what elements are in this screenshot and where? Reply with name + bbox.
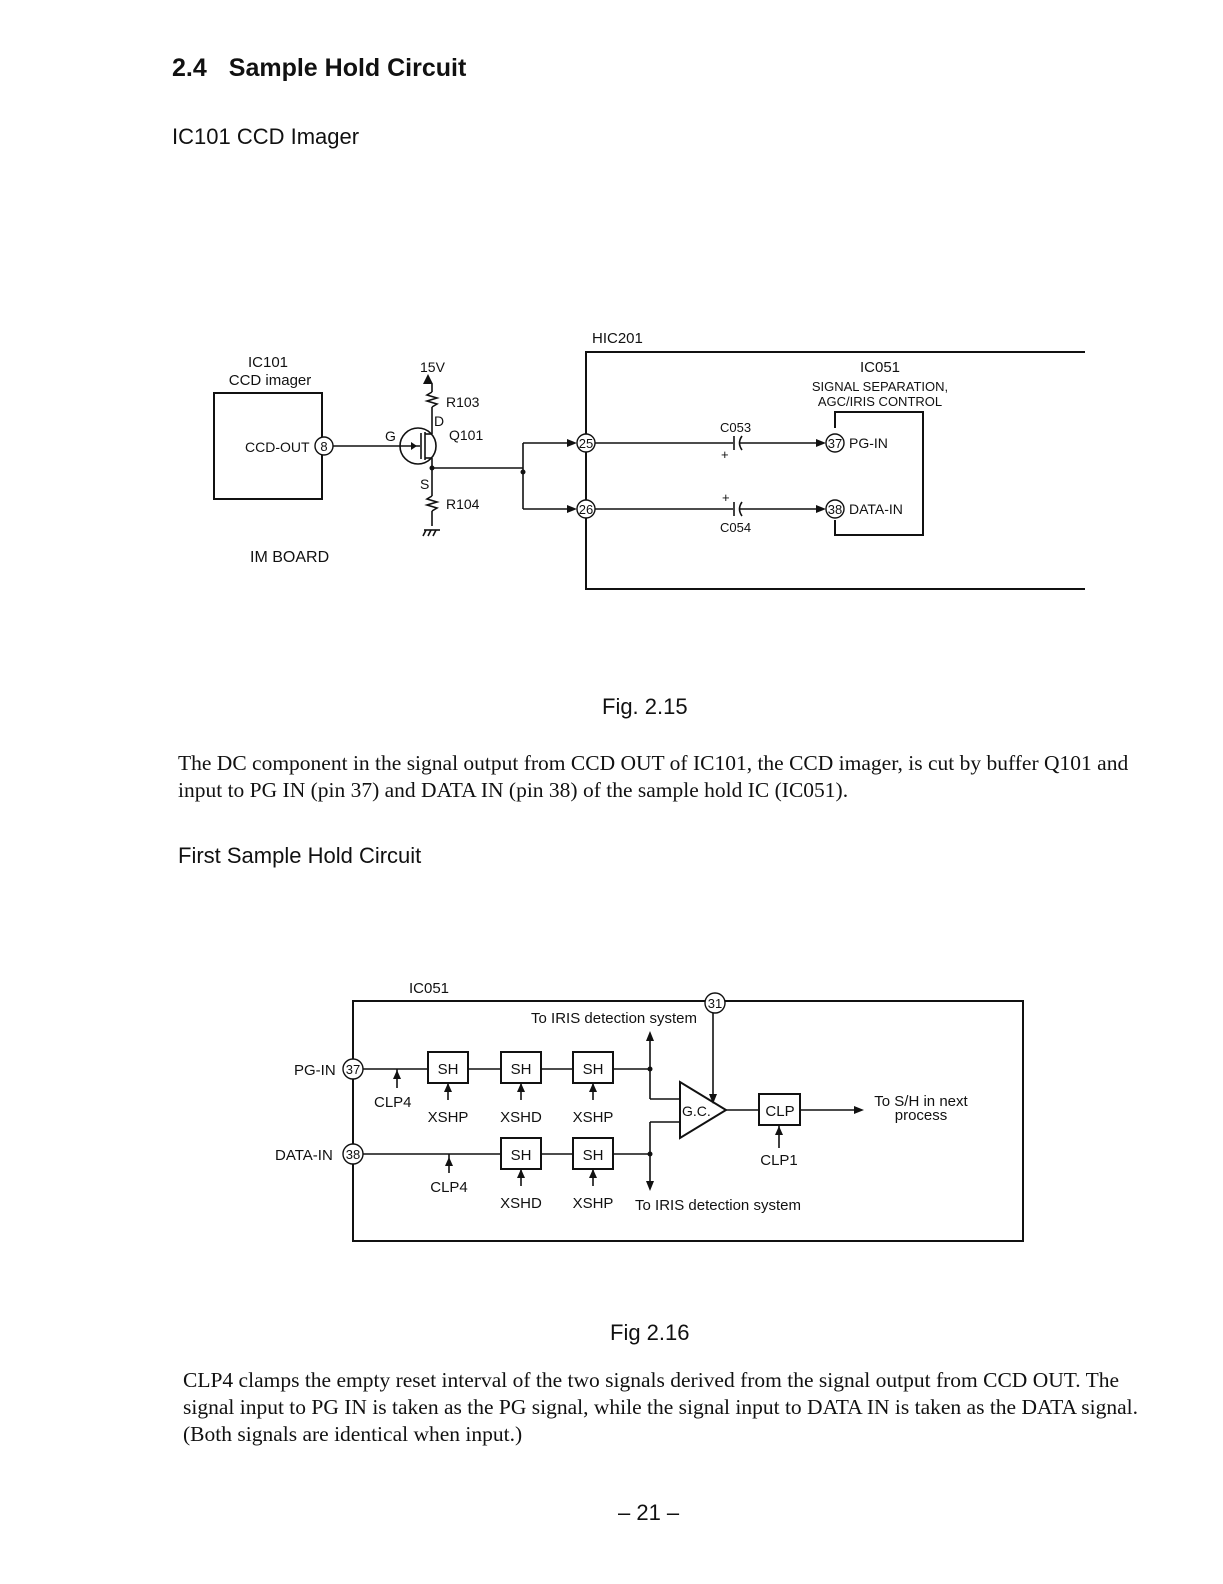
subheading-first-sample-hold: First Sample Hold Circuit (178, 843, 422, 868)
hic201-label: HIC201 (592, 330, 643, 347)
r103-resistor (424, 391, 440, 408)
q101-label: Q101 (449, 427, 483, 443)
paragraph-2: CLP4 clamps the empty reset interval of … (183, 1368, 1139, 1446)
figure-2-16-block-diagram: IC051 31 To IRIS detection system 37 PG-… (275, 980, 1024, 1242)
gate-label: G (385, 428, 396, 444)
supply-label: 15V (420, 359, 446, 375)
pin-31-label: 31 (708, 996, 722, 1011)
clp1-label: CLP1 (760, 1152, 798, 1169)
im-board-label: IM BOARD (250, 549, 329, 566)
xshp-label-1: XSHP (428, 1109, 469, 1126)
pin-37-circle (825, 433, 845, 453)
xshd-label-2: XSHD (500, 1195, 542, 1212)
sh-label-3: SH (583, 1061, 604, 1078)
pin-38-circle (825, 499, 845, 519)
gc-label: G.C. (682, 1103, 711, 1119)
ic051-block (834, 411, 924, 536)
q101-transistor-symbol (399, 427, 437, 465)
sh-label-4: SH (511, 1147, 532, 1164)
c053-label: C053 (720, 420, 751, 435)
ic051-desc-line1: SIGNAL SEPARATION, (812, 379, 948, 394)
clp4-top-label: CLP4 (374, 1094, 412, 1111)
xshd-label-1: XSHD (500, 1109, 542, 1126)
subheading-ccd-imager: IC101 CCD Imager (172, 124, 360, 149)
figure-2-16-caption: Fig 2.16 (610, 1320, 690, 1345)
sh-label-1: SH (438, 1061, 459, 1078)
c054-plus: + (722, 490, 730, 505)
pin-38-label: 38 (346, 1147, 360, 1162)
iris-top-label: To IRIS detection system (531, 1010, 697, 1027)
pin-31-circle (704, 992, 726, 1014)
xshp-label-2: XSHP (573, 1109, 614, 1126)
source-label: S (420, 476, 429, 492)
ic051-name: IC051 (860, 359, 900, 376)
ic101-name: IC101 (248, 354, 288, 371)
ic101-desc: CCD imager (229, 372, 312, 389)
pin-25-label: 25 (579, 436, 593, 451)
r104-label: R104 (446, 496, 480, 512)
r104-resistor (424, 495, 440, 512)
data-in-label: DATA-IN (275, 1147, 333, 1164)
pin-8-label: 8 (320, 439, 327, 454)
figure-2-15-caption: Fig. 2.15 (602, 694, 688, 719)
section-number: 2.4 (172, 54, 207, 82)
sh-label-2: SH (511, 1061, 532, 1078)
section-heading: 2.4 Sample Hold Circuit (172, 54, 466, 83)
hic201-frame (585, 351, 1085, 590)
ic051-desc-line2: AGC/IRIS CONTROL (818, 394, 942, 409)
figure-2-15-schematic: IC101 CCD imager CCD-OUT 8 IM BOARD G D … (213, 330, 1085, 590)
pin-37-label: 37 (346, 1062, 360, 1077)
page-number: – 21 – (618, 1500, 680, 1525)
ccd-out-label: CCD-OUT (245, 439, 310, 455)
pin-26-label: 26 (579, 502, 593, 517)
section-title: Sample Hold Circuit (228, 54, 467, 82)
paragraph-1: The DC component in the signal output fr… (178, 751, 1129, 802)
c053-plus: + (721, 447, 729, 462)
iris-bottom-label: To IRIS detection system (635, 1197, 801, 1214)
r103-label: R103 (446, 394, 480, 410)
c054-label: C054 (720, 520, 751, 535)
pg-in-label: PG-IN (294, 1062, 336, 1079)
clp-label: CLP (765, 1103, 794, 1120)
ic051-frame (352, 1000, 1024, 1242)
pg-in-label: PG-IN (849, 435, 888, 451)
pin-37-label: 37 (828, 436, 842, 451)
data-in-label: DATA-IN (849, 501, 903, 517)
next-process-line2: process (895, 1107, 948, 1124)
xshp-label-3: XSHP (573, 1195, 614, 1212)
drain-label: D (434, 413, 444, 429)
ic051-frame-label: IC051 (409, 980, 449, 997)
pin-38-label: 38 (828, 502, 842, 517)
next-process-line1: To S/H in next (874, 1093, 968, 1110)
gain-control-amp (679, 1080, 728, 1140)
clp4-bottom-label: CLP4 (430, 1179, 468, 1196)
sh-label-5: SH (583, 1147, 604, 1164)
